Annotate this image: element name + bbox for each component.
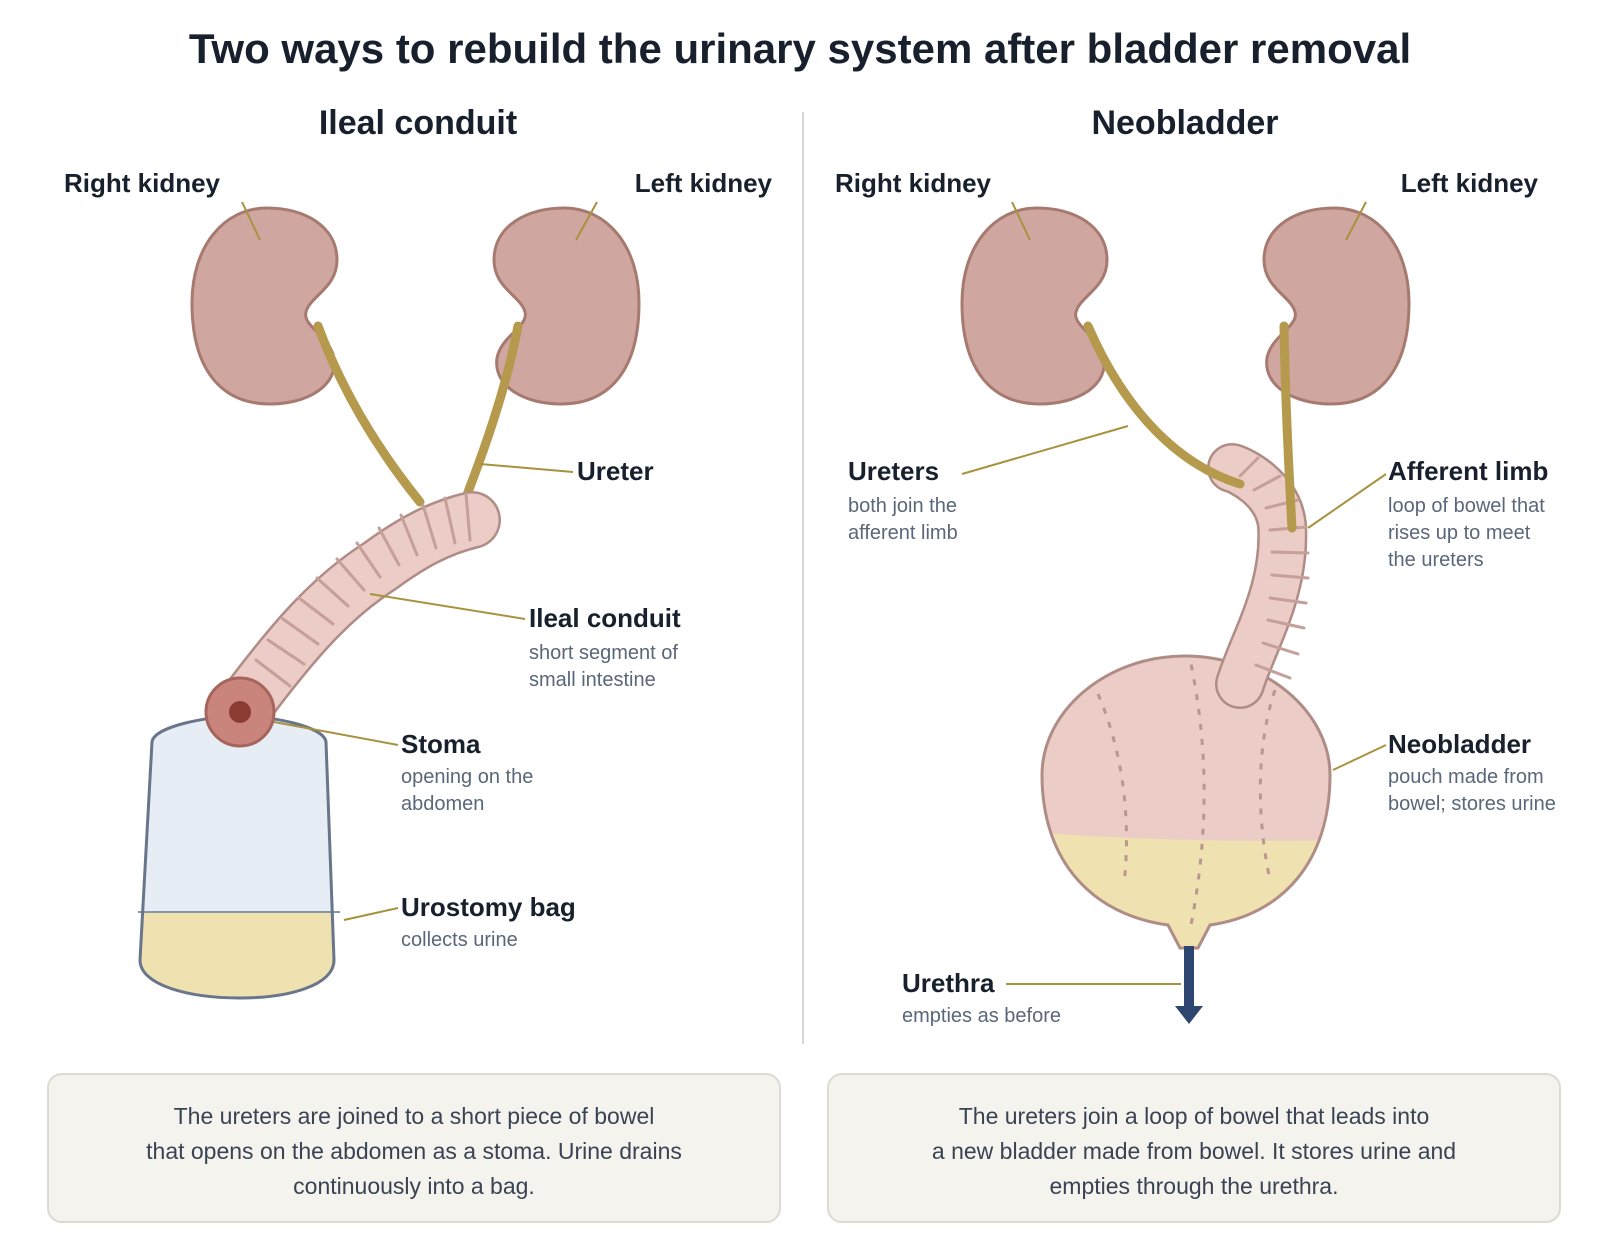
- right-kidney-leader: [241, 201, 261, 241]
- stoma-sub-1: opening on the: [401, 766, 533, 788]
- main-title: Two ways to rebuild the urinary system a…: [189, 25, 1411, 72]
- caption-line: The ureters are joined to a short piece …: [174, 1103, 655, 1129]
- stored-urine: [1042, 832, 1330, 948]
- left-ureter-2: [1279, 321, 1297, 533]
- afferent-limb-leader: [1307, 473, 1387, 529]
- caption-line: a new bladder made from bowel. It stores…: [932, 1138, 1456, 1164]
- ileal-conduit-sub-1: short segment of: [529, 642, 678, 664]
- caption-line: empties through the urethra.: [1050, 1173, 1339, 1199]
- urostomy-bag-label: Urostomy bag: [401, 892, 576, 922]
- ureters-label: Ureters: [848, 456, 939, 486]
- neobladder-panel: Neobladder Right kidney Left kidney: [835, 104, 1556, 1027]
- panel-title-ileal-conduit: Ileal conduit: [319, 104, 517, 142]
- ileal-conduit-sub-2: small intestine: [529, 669, 656, 691]
- neobladder-sub-2: bowel; stores urine: [1388, 793, 1556, 815]
- stoma-sub-2: abdomen: [401, 793, 484, 815]
- urethra-sub-1: empties as before: [902, 1005, 1061, 1027]
- afferent-limb: [1209, 445, 1305, 707]
- caption-box-bg: [47, 1073, 781, 1223]
- neobladder-pouch: [1040, 654, 1332, 950]
- right-kidney-leader-2: [1011, 201, 1031, 241]
- urostomy-bag-leader: [343, 907, 399, 921]
- left-kidney-label-2: Left kidney: [1401, 168, 1539, 198]
- panel-title-neobladder: Neobladder: [1091, 104, 1278, 142]
- neobladder-sub-1: pouch made from: [1388, 766, 1544, 788]
- pouch-outline: [1040, 654, 1332, 950]
- stoma-label: Stoma: [401, 729, 481, 759]
- afferent-limb-folds: [1238, 456, 1310, 680]
- right-ureter: [313, 321, 425, 507]
- caption-box-bg: [827, 1073, 1561, 1223]
- neobladder-leader: [1332, 744, 1387, 771]
- caption-line: that opens on the abdomen as a stoma. Ur…: [146, 1138, 682, 1164]
- ureter-label: Ureter: [577, 456, 654, 486]
- left-kidney-label: Left kidney: [635, 168, 773, 198]
- neobladder-label: Neobladder: [1388, 729, 1531, 759]
- ileal-conduit-folds: [254, 492, 472, 688]
- ileal-conduit-panel: Ileal conduit Right kidney Left kidney: [64, 104, 773, 1000]
- ileal-conduit: [213, 493, 499, 739]
- right-ureter-2: [1083, 321, 1245, 489]
- left-kidney-leader: [575, 201, 598, 241]
- urethra-arrowhead: [1175, 1006, 1203, 1024]
- right-kidney: [190, 206, 339, 406]
- bag-urine: [140, 912, 334, 998]
- urethra-arrow: [1175, 946, 1203, 1024]
- afferent-limb-sub-2: rises up to meet: [1388, 522, 1531, 544]
- urostomy-bag-sub-1: collects urine: [401, 929, 518, 951]
- urostomy-bag: [138, 714, 340, 1000]
- stoma-opening: [229, 701, 251, 723]
- left-kidney: [492, 206, 641, 406]
- ureters-sub-1: both join the: [848, 495, 957, 517]
- right-kidney-2: [960, 206, 1109, 406]
- afferent-limb-label: Afferent limb: [1388, 456, 1548, 486]
- caption-line: continuously into a bag.: [293, 1173, 535, 1199]
- ureters-sub-2: afferent limb: [848, 522, 958, 544]
- pouch-seams: [1096, 656, 1277, 931]
- ureters-leader: [961, 425, 1129, 475]
- caption-box-ileal-conduit: The ureters are joined to a short piece …: [47, 1073, 781, 1223]
- caption-box-neobladder: The ureters join a loop of bowel that le…: [827, 1073, 1561, 1223]
- caption-line: The ureters join a loop of bowel that le…: [959, 1103, 1430, 1129]
- ureter-leader: [479, 463, 574, 473]
- afferent-limb-sub-3: the ureters: [1388, 549, 1484, 571]
- ileal-conduit-label: Ileal conduit: [529, 603, 681, 633]
- urethra-label: Urethra: [902, 968, 995, 998]
- right-kidney-label: Right kidney: [64, 168, 221, 198]
- afferent-limb-sub-1: loop of bowel that: [1388, 495, 1545, 517]
- right-kidney-label-2: Right kidney: [835, 168, 992, 198]
- ileal-conduit-leader: [369, 593, 526, 620]
- left-kidney-leader-2: [1345, 201, 1367, 241]
- stoma-leader: [273, 721, 399, 746]
- left-ureter: [463, 321, 523, 497]
